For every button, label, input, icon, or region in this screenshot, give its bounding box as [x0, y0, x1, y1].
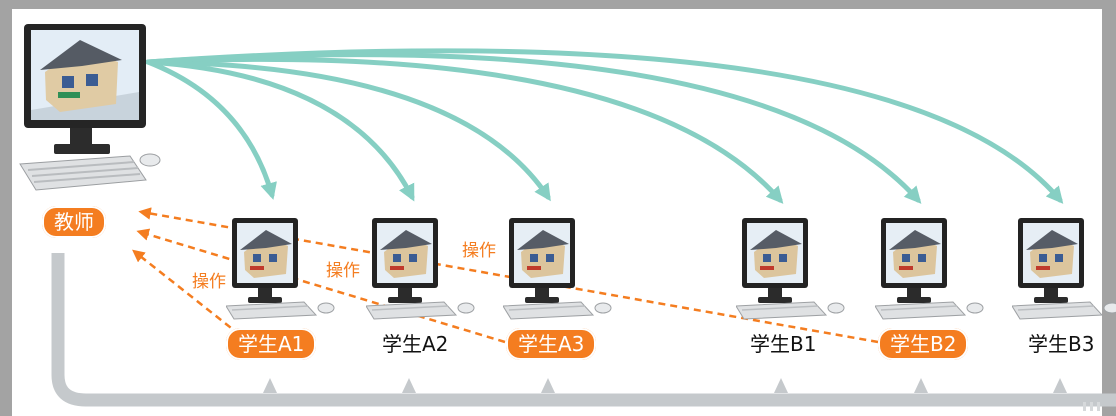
teacher-computer-icon [19, 24, 161, 191]
student-badge-a2: 学生A2 [370, 328, 460, 360]
network-bus [51, 253, 1116, 407]
bus-end-ellipsis [1083, 402, 1100, 411]
student-label: 学生A3 [518, 332, 585, 356]
student-badge-a1: 学生A1 [226, 328, 317, 360]
computer-icon [874, 218, 984, 320]
student-computer-a1 [225, 214, 346, 324]
broadcast-arrow-a3 [145, 59, 551, 202]
computer-icon [365, 218, 475, 320]
computer-icon [1011, 218, 1116, 320]
operation-label-a3: 操作 [326, 261, 360, 281]
student-badge-b1: 学生B1 [738, 328, 828, 360]
broadcast-arrow-b3 [145, 48, 1064, 204]
bus-ticks [263, 378, 1067, 393]
frame-top [0, 0, 1116, 9]
student-badge-b3: 学生B3 [1016, 328, 1106, 360]
broadcast-arrow-b1 [145, 56, 784, 204]
broadcast-arrow-a1 [145, 59, 277, 200]
broadcast-arrow-a2 [145, 59, 415, 202]
student-computer-a3 [502, 214, 623, 324]
student-label: 学生A2 [382, 332, 449, 356]
student-badge-a3: 学生A3 [506, 328, 597, 360]
student-label: 学生A1 [238, 332, 305, 356]
operation-label-a1: 操作 [192, 272, 226, 292]
operation-arrow-a1 [132, 249, 241, 336]
teacher-label: 教师 [54, 210, 94, 234]
student-label: 学生B2 [890, 332, 957, 356]
student-computer-b1 [735, 214, 856, 324]
teacher-badge: 教师 [42, 206, 106, 238]
student-badge-b2: 学生B2 [878, 328, 969, 360]
student-computer-b3 [1011, 214, 1116, 324]
student-computer-a2 [365, 214, 486, 324]
computer-icon [225, 218, 335, 320]
broadcast-arrows [145, 48, 1064, 204]
student-label: 学生B1 [750, 332, 817, 356]
computer-icon [502, 218, 612, 320]
operation-arrow-a3 [136, 228, 506, 344]
student-label: 学生B3 [1028, 332, 1095, 356]
computer-icon [735, 218, 845, 320]
frame-left [0, 0, 12, 416]
operation-label-b2: 操作 [462, 241, 496, 261]
student-computer-b2 [874, 214, 995, 324]
